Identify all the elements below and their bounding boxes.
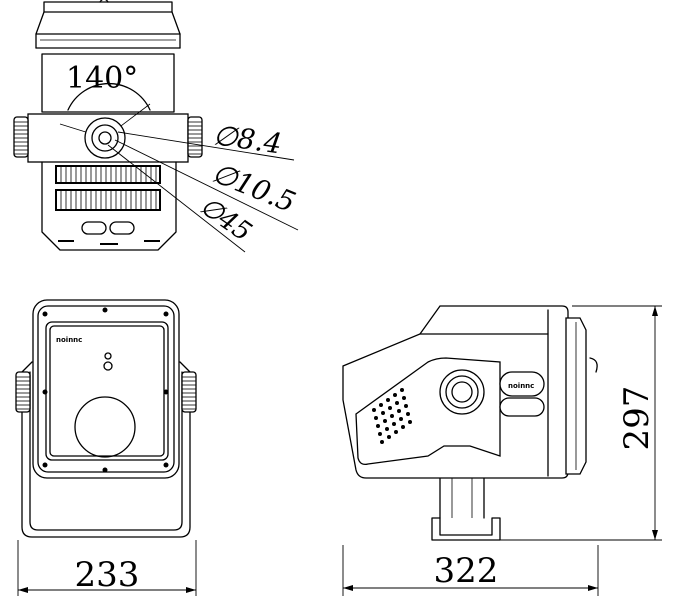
front-lens bbox=[74, 396, 136, 458]
front-view-housing bbox=[32, 299, 180, 479]
top-view-vent-grill bbox=[55, 165, 161, 211]
indicator-light-1 bbox=[104, 352, 112, 360]
indicator-light-2 bbox=[103, 361, 113, 371]
diameter-label-8-4: ∅8.4 bbox=[211, 118, 284, 160]
front-view: noinnc 233 bbox=[15, 299, 197, 596]
length-dimension-label: 322 bbox=[434, 551, 499, 591]
side-logo-badge bbox=[499, 371, 545, 397]
front-view-yoke bbox=[21, 361, 191, 538]
side-view-base bbox=[431, 517, 501, 541]
angle-label: 140° bbox=[66, 61, 138, 96]
angle-arc bbox=[67, 82, 151, 111]
front-logo: noinnc bbox=[56, 336, 82, 344]
height-dimension-label: 297 bbox=[617, 386, 657, 451]
side-view: noinnc 322 297 bbox=[342, 305, 662, 596]
lens-hub bbox=[84, 117, 126, 159]
width-dimension-label: 233 bbox=[75, 555, 140, 595]
side-logo: noinnc bbox=[508, 382, 534, 390]
side-view-vent bbox=[372, 388, 412, 444]
diameter-leaders bbox=[107, 131, 299, 253]
top-view: 140° ∅8.4 ∅10.5 ∅45 bbox=[13, 0, 300, 253]
